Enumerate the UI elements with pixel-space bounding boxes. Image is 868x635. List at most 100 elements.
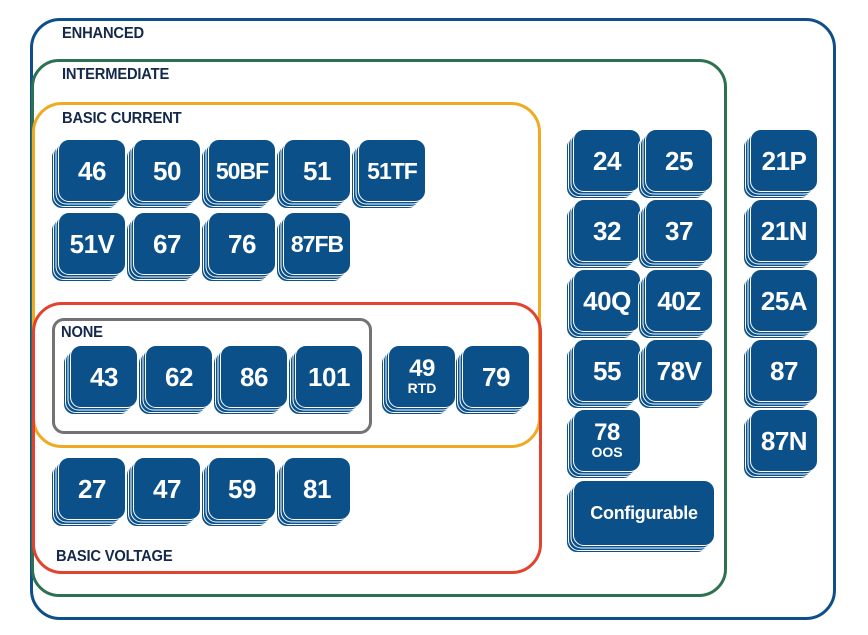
- basic-current-group-box: [32, 102, 541, 448]
- tile-code: 51V: [69, 228, 115, 259]
- tile-face: 87N: [750, 409, 818, 472]
- tile-code: 24: [593, 145, 621, 176]
- function-tile-79[interactable]: 79: [455, 345, 530, 415]
- function-tile-86[interactable]: 86: [213, 345, 288, 415]
- function-tile-27[interactable]: 27: [51, 457, 126, 527]
- tile-face: 47: [133, 457, 201, 520]
- tile-face: 79: [462, 345, 530, 408]
- tile-code: 50BF: [215, 157, 269, 184]
- function-tile-32[interactable]: 32: [566, 199, 641, 269]
- function-tile-43[interactable]: 43: [63, 345, 138, 415]
- tile-subcode: RTD: [407, 380, 437, 396]
- tile-code: 87N: [760, 425, 808, 456]
- tile-code: 25: [665, 145, 693, 176]
- function-tile-40z[interactable]: 40Z: [638, 269, 713, 339]
- tile-face: 87FB: [283, 212, 351, 275]
- function-tile-76[interactable]: 76: [201, 212, 276, 282]
- basic-voltage-label: BASIC VOLTAGE: [56, 548, 173, 565]
- function-tile-50[interactable]: 50: [126, 139, 201, 209]
- tile-code: 76: [228, 228, 256, 259]
- tile-face: 32: [573, 199, 641, 262]
- tile-code: 55: [593, 355, 621, 386]
- function-tile-46[interactable]: 46: [51, 139, 126, 209]
- tile-face: 81: [283, 457, 351, 520]
- function-tile-59[interactable]: 59: [201, 457, 276, 527]
- basic-current-label: BASIC CURRENT: [62, 110, 182, 127]
- tile-code: 37: [665, 215, 693, 246]
- function-tile-51[interactable]: 51: [276, 139, 351, 209]
- tile-face: 43: [70, 345, 138, 408]
- tile-code: 50: [153, 155, 181, 186]
- tile-code: 21N: [760, 215, 808, 246]
- tile-code: 59: [228, 473, 256, 504]
- tile-face: Configurable: [573, 480, 715, 546]
- tile-face: 51TF: [358, 139, 426, 202]
- basic-voltage-group-box: [32, 302, 542, 574]
- tile-face: 51: [283, 139, 351, 202]
- tile-code: 40Z: [657, 285, 701, 316]
- tile-code: 78V: [656, 355, 702, 386]
- tile-face: 37: [645, 199, 713, 262]
- tile-face: 50BF: [208, 139, 276, 202]
- tile-face: 40Z: [645, 269, 713, 332]
- function-tile-24[interactable]: 24: [566, 129, 641, 199]
- tile-face: 40Q: [573, 269, 641, 332]
- tile-face: 62: [145, 345, 213, 408]
- function-tile-configurable[interactable]: Configurable: [566, 480, 715, 553]
- function-tile-55[interactable]: 55: [566, 339, 641, 409]
- tile-subcode: OOS: [591, 444, 623, 460]
- tile-code: 25A: [760, 285, 808, 316]
- tile-code: 46: [78, 155, 106, 186]
- function-tile-51tf[interactable]: 51TF: [351, 139, 426, 209]
- tile-face: 78V: [645, 339, 713, 402]
- tile-code: 79: [482, 361, 510, 392]
- tile-code: 40Q: [583, 285, 631, 316]
- function-tile-25a[interactable]: 25A: [743, 269, 818, 339]
- function-tile-87n[interactable]: 87N: [743, 409, 818, 479]
- function-tile-78v[interactable]: 78V: [638, 339, 713, 409]
- function-tile-62[interactable]: 62: [138, 345, 213, 415]
- function-tile-81[interactable]: 81: [276, 457, 351, 527]
- tile-face: 101: [295, 345, 363, 408]
- tile-face: 24: [573, 129, 641, 192]
- tile-code: 78: [594, 419, 620, 446]
- tile-code: 27: [78, 473, 106, 504]
- tile-code: 21P: [761, 145, 807, 176]
- tile-face: 59: [208, 457, 276, 520]
- function-tile-37[interactable]: 37: [638, 199, 713, 269]
- tile-face: 55: [573, 339, 641, 402]
- tile-code: 51: [303, 155, 331, 186]
- function-tile-87fb[interactable]: 87FB: [276, 212, 351, 282]
- function-tile-67[interactable]: 67: [126, 212, 201, 282]
- tile-code: 47: [153, 473, 181, 504]
- function-tile-51v[interactable]: 51V: [51, 212, 126, 282]
- tile-code: 101: [308, 361, 350, 392]
- tile-code: 62: [165, 361, 193, 392]
- tile-face: 46: [58, 139, 126, 202]
- function-tile-21p[interactable]: 21P: [743, 129, 818, 199]
- function-tile-25[interactable]: 25: [638, 129, 713, 199]
- tile-code: 32: [593, 215, 621, 246]
- function-tile-21n[interactable]: 21N: [743, 199, 818, 269]
- tile-code: 87FB: [290, 230, 344, 257]
- intermediate-label: INTERMEDIATE: [62, 66, 170, 83]
- function-tile-47[interactable]: 47: [126, 457, 201, 527]
- none-group-box: [52, 318, 372, 434]
- enhanced-label: ENHANCED: [62, 25, 144, 42]
- function-tile-101[interactable]: 101: [288, 345, 363, 415]
- function-tile-50bf[interactable]: 50BF: [201, 139, 276, 209]
- function-tile-87[interactable]: 87: [743, 339, 818, 409]
- function-tile-40q[interactable]: 40Q: [566, 269, 641, 339]
- tile-face: 21N: [750, 199, 818, 262]
- tile-code: 86: [240, 361, 268, 392]
- tile-face: 86: [220, 345, 288, 408]
- tile-face: 87: [750, 339, 818, 402]
- tile-face: 76: [208, 212, 276, 275]
- tile-code: Configurable: [590, 503, 698, 523]
- tile-code: 43: [90, 361, 118, 392]
- tile-face: 21P: [750, 129, 818, 192]
- tile-face: 25: [645, 129, 713, 192]
